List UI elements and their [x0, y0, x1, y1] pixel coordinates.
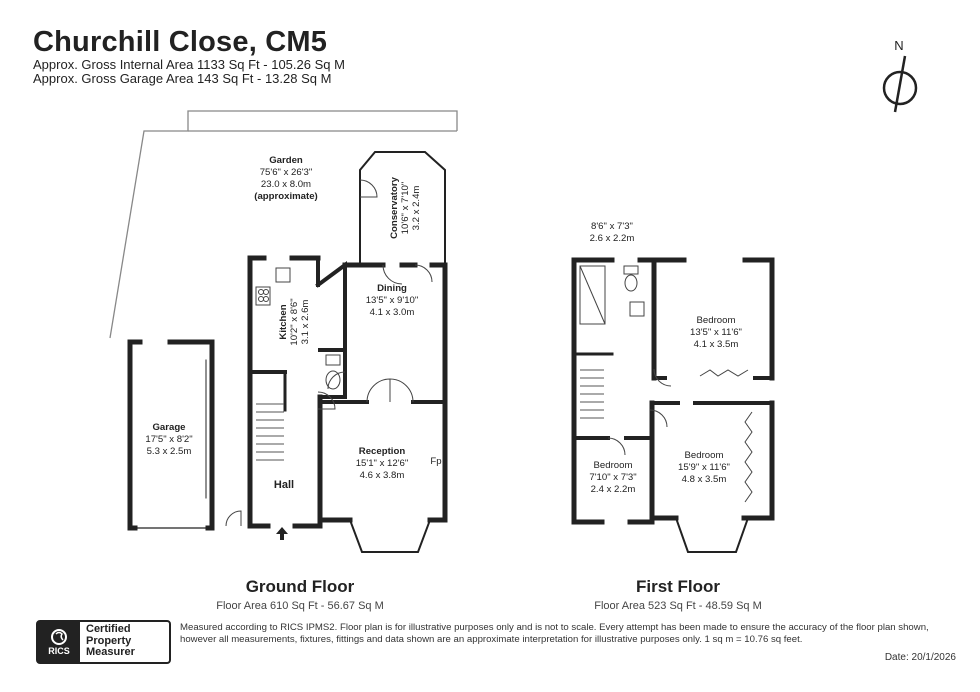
bedroom-1-metric: 4.1 x 3.5m [694, 339, 739, 350]
rics-certified-badge: RICS Certified Property Measurer [36, 620, 171, 664]
conservatory-imperial: 10'6" x 7'10" [400, 182, 411, 235]
ground-floor-walls [127, 151, 448, 553]
ground-floor-title: Ground Floor [245, 577, 355, 596]
gross-garage-area: Approx. Gross Garage Area 143 Sq Ft - 13… [33, 71, 332, 86]
bedroom-2-metric: 4.8 x 3.5m [682, 474, 727, 485]
first-floor-walls [571, 257, 775, 553]
compass-icon: N [882, 38, 918, 113]
bathroom-metric: 2.6 x 2.2m [590, 233, 635, 244]
garden-metric: 23.0 x 8.0m [261, 179, 311, 190]
garden-label: Garden [269, 155, 303, 166]
compass-north-label: N [894, 38, 903, 53]
dining-metric: 4.1 x 3.0m [370, 307, 415, 318]
badge-line-1: Certified [86, 623, 131, 635]
kitchen-label: Kitchen [278, 304, 289, 339]
garage-imperial: 17'5" x 8'2" [145, 434, 192, 445]
fireplace-label: Fp [430, 456, 441, 467]
dining-label: Dining [377, 283, 407, 294]
garage-label: Garage [152, 422, 185, 433]
first-floor-title: First Floor [635, 577, 721, 596]
hall-label: Hall [274, 479, 294, 491]
bedroom-1-label: Bedroom [697, 315, 736, 326]
ground-floor-fixtures [225, 179, 433, 527]
disclaimer: Measured according to RICS IPMS2. Floor … [180, 622, 960, 646]
gross-internal-area: Approx. Gross Internal Area 1133 Sq Ft -… [33, 57, 345, 72]
bedroom-2-imperial: 15'9" x 11'6" [678, 462, 730, 473]
dining-imperial: 13'5" x 9'10" [366, 295, 419, 306]
plan-title: Churchill Close, CM5 [33, 26, 328, 58]
rics-org-label: RICS [48, 646, 70, 656]
garden-imperial: 75'6" x 26'3" [260, 167, 313, 178]
kitchen-imperial: 10'2" x 8'6" [289, 298, 300, 345]
badge-line-2: Property [86, 634, 132, 647]
reception-metric: 4.6 x 3.8m [360, 470, 405, 481]
disclaimer-line-1: Measured according to RICS IPMS2. Floor … [180, 622, 929, 633]
conservatory-metric: 3.2 x 2.4m [411, 186, 422, 231]
first-floor-fixtures [579, 265, 753, 503]
front-door-arrow-icon [276, 527, 288, 540]
garden-note: (approximate) [254, 191, 317, 202]
bedroom-2-label: Bedroom [685, 450, 724, 461]
bedroom-1-imperial: 13'5" x 11'6" [690, 327, 742, 338]
kitchen-metric: 3.1 x 2.6m [300, 300, 311, 345]
ground-floor-area: Floor Area 610 Sq Ft - 56.67 Sq M [216, 600, 384, 612]
garage-metric: 5.3 x 2.5m [147, 446, 192, 457]
bedroom-3-metric: 2.4 x 2.2m [591, 484, 636, 495]
bathroom-imperial: 8'6" x 7'3" [591, 221, 633, 232]
reception-imperial: 15'1" x 12'6" [356, 458, 409, 469]
disclaimer-line-2: however all measurements, fixtures, fitt… [180, 634, 803, 645]
reception-label: Reception [359, 446, 406, 457]
conservatory-label: Conservatory [389, 176, 400, 239]
badge-line-3: Measurer [86, 646, 135, 658]
rics-lion-icon [51, 629, 67, 645]
first-floor-area: Floor Area 523 Sq Ft - 48.59 Sq M [594, 600, 762, 612]
bedroom-3-label: Bedroom [594, 460, 633, 471]
plan-date: Date: 20/1/2026 [884, 652, 956, 663]
rics-logo: RICS [38, 622, 80, 662]
garden-outline [109, 110, 458, 339]
bedroom-3-imperial: 7'10" x 7'3" [589, 472, 636, 483]
